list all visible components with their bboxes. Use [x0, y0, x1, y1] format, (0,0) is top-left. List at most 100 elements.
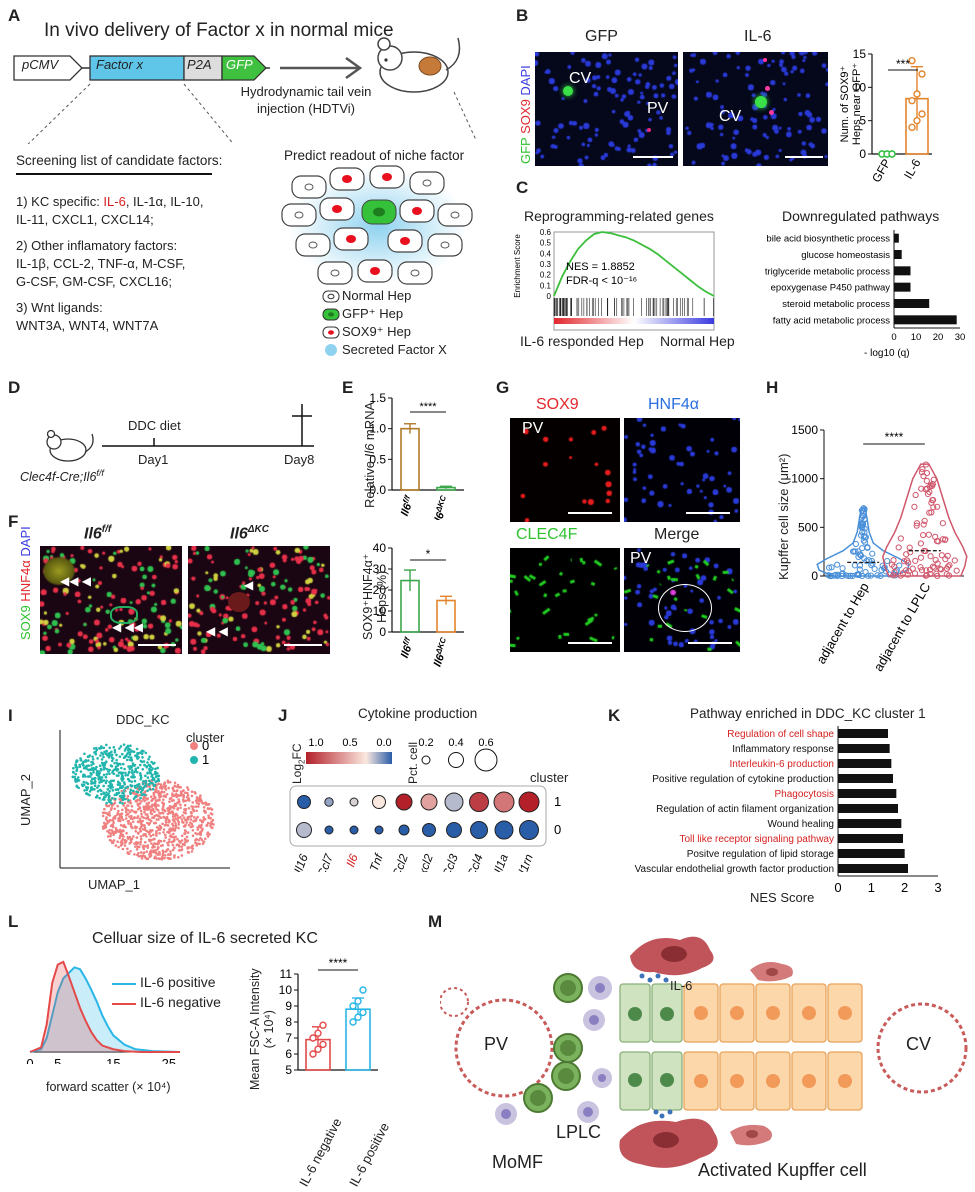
cluster-0-point: [186, 788, 190, 791]
cluster-0-point: [155, 834, 158, 837]
bar: [894, 315, 957, 325]
cluster-0-point: [174, 817, 177, 820]
y-tick-label: 0.5: [540, 239, 552, 248]
cluster-1-point: [136, 785, 140, 788]
bar: [838, 849, 905, 858]
cluster-1-point: [146, 771, 149, 775]
cluster-0-point: [104, 824, 107, 828]
cluster-0-point: [152, 849, 155, 852]
cluster-0-point: [173, 814, 176, 818]
cluster-1-point: [133, 784, 137, 788]
cluster-0-point: [172, 835, 176, 839]
x-tick-label: Il6f/f: [397, 493, 417, 518]
cluster-0-point: [183, 832, 186, 835]
data-point: [927, 553, 934, 560]
f-image-dkc: ◀ ◀ ◀: [188, 546, 330, 654]
cluster-0-point: [117, 809, 120, 813]
scale-bar: [688, 642, 732, 644]
cluster-1-point: [151, 787, 155, 791]
y-tick-label: 40: [373, 541, 387, 555]
cluster-1-point: [149, 781, 153, 785]
legend-sox9-hep: SOX9⁺ Hep: [342, 324, 412, 339]
cluster-0-point: [162, 850, 165, 854]
fc-tick-label: 1.0: [308, 737, 323, 749]
legend-label-1: 1: [202, 752, 209, 767]
cluster-1-point: [114, 765, 118, 769]
cluster-1-point: [87, 768, 90, 772]
data-point: [868, 557, 875, 565]
cluster-1-point: [85, 781, 88, 784]
cluster-0-point: [129, 849, 132, 853]
x-tick-label: adjacent to Hep: [813, 580, 872, 666]
other-line1: 2) Other inflamatory factors:: [16, 238, 178, 253]
cluster-0-point: [190, 794, 194, 798]
cluster-0-point: [184, 808, 188, 812]
dot-cluster-0: [494, 820, 514, 840]
cluster-0-point: [116, 811, 120, 815]
cluster-0-point: [148, 785, 152, 788]
data-point: [920, 531, 927, 539]
cluster-0-point: [174, 822, 177, 825]
cluster-0-point: [130, 814, 133, 818]
bar: [838, 789, 897, 798]
x-tick-label: 0: [891, 332, 896, 343]
cluster-1-point: [102, 784, 105, 788]
cluster-1-point: [110, 750, 113, 754]
cluster-1-point: [147, 779, 151, 783]
g-hnf4a: HNF4α: [648, 396, 700, 413]
cluster-1-point: [143, 793, 147, 797]
gene-label: Tnf: [367, 851, 387, 872]
cluster-0-point: [175, 789, 179, 792]
g-image-merge: PV: [624, 548, 740, 652]
nes-value: NES = 1.8852: [566, 261, 635, 273]
cluster-0-point: [184, 818, 188, 822]
m-schematic: [440, 936, 968, 1168]
sig-stars: ****: [419, 401, 437, 413]
y-tick-label: 6: [285, 1047, 292, 1061]
fc-tick-label: 0.0: [376, 737, 391, 749]
cluster-0-point: [134, 845, 137, 848]
cluster-1-point: [102, 746, 106, 750]
cluster-1-point: [119, 745, 123, 748]
data-point: [838, 572, 846, 580]
data-point: [884, 557, 891, 565]
cluster-1-point: [150, 775, 153, 778]
y-tick-label: 15: [853, 47, 867, 61]
x-tick-label: Il6ΔKC: [430, 636, 453, 668]
cluster-1-point: [139, 759, 143, 763]
scale-bar: [568, 642, 612, 644]
cluster-0-point: [201, 842, 205, 846]
cluster-1-point: [116, 780, 120, 784]
data-point: [917, 540, 924, 547]
cluster-1-point: [110, 764, 114, 768]
cluster-0-point: [163, 856, 166, 860]
cluster-1-point: [93, 751, 96, 754]
cluster-0-point: [135, 842, 139, 846]
cluster-0-point: [173, 846, 176, 850]
cluster-0-point: [125, 808, 128, 812]
data-point: [908, 123, 916, 132]
data-point: [904, 571, 911, 578]
cluster-1-point: [132, 750, 136, 754]
category-label: Wound healing: [767, 819, 834, 830]
cluster-0-point: [139, 821, 143, 824]
cluster-0-point: [177, 849, 181, 852]
l-legend-neg: IL-6 negative: [140, 994, 221, 1010]
cluster-1-point: [121, 762, 125, 766]
data-point: [913, 90, 921, 98]
cluster-0-point: [143, 840, 147, 844]
y-label: Enrichment Score: [513, 234, 522, 298]
y-tick-label: 0.2: [540, 271, 552, 280]
cluster-0-point: [155, 832, 158, 835]
cluster-0-point: [206, 831, 210, 834]
cluster-1-point: [123, 782, 127, 786]
cluster-0-point: [112, 821, 115, 824]
cluster-1-point: [98, 764, 102, 768]
cluster-0-point: [121, 818, 125, 822]
gene-label: Il6: [343, 852, 361, 869]
cluster-0-point: [141, 824, 145, 827]
cluster-0-point: [183, 791, 187, 794]
bar: [838, 819, 902, 828]
cluster-0-point: [191, 844, 195, 847]
cluster-0-point: [196, 815, 199, 819]
